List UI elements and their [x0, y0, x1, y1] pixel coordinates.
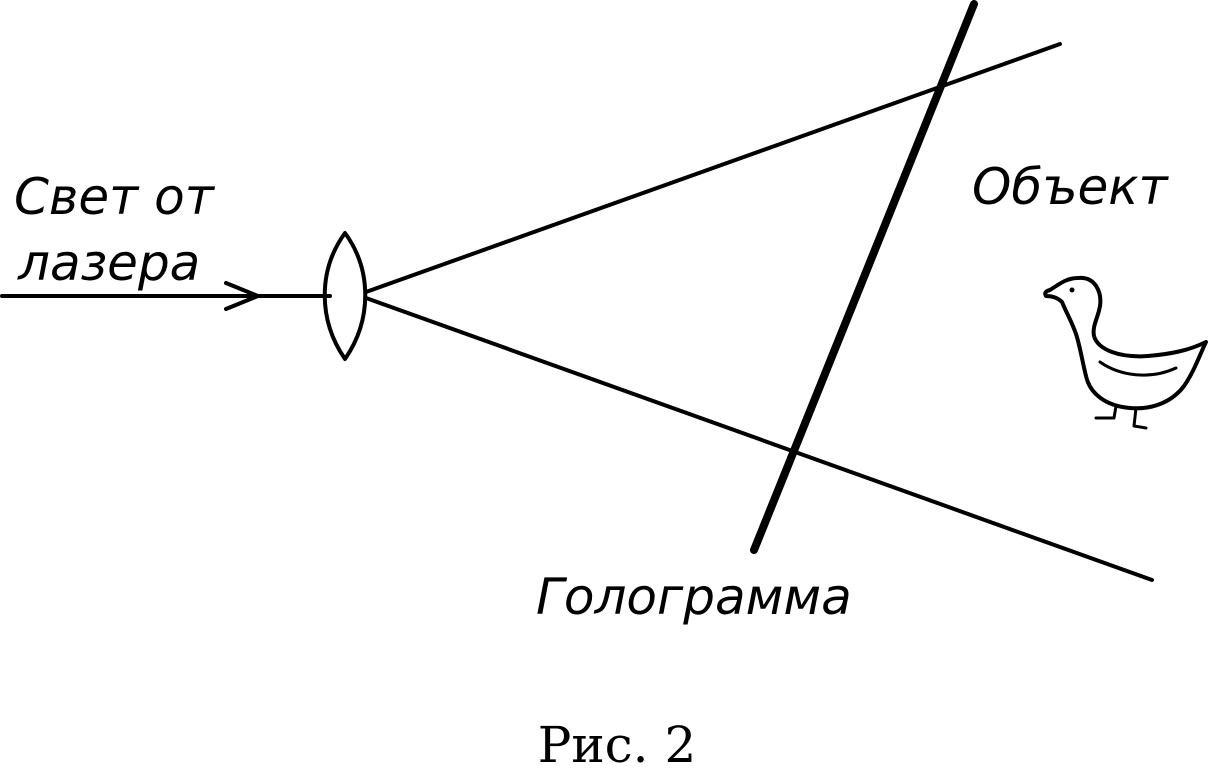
hologram-label: Голограмма [536, 568, 852, 626]
arrow-right-icon [224, 281, 260, 311]
beam-edge-lower [364, 296, 1154, 582]
laser-beam [0, 281, 332, 311]
laser-light-label-line2: лазера [17, 234, 200, 292]
laser-light-label-line1: Свет от [14, 168, 216, 226]
beam-edge-upper [364, 42, 1062, 294]
figure-caption: Рис. 2 [538, 716, 697, 770]
object-label: Объект [972, 158, 1169, 216]
duck-icon [1043, 275, 1208, 430]
hologram-plate [750, 0, 978, 554]
biconvex-lens-icon [322, 231, 368, 361]
